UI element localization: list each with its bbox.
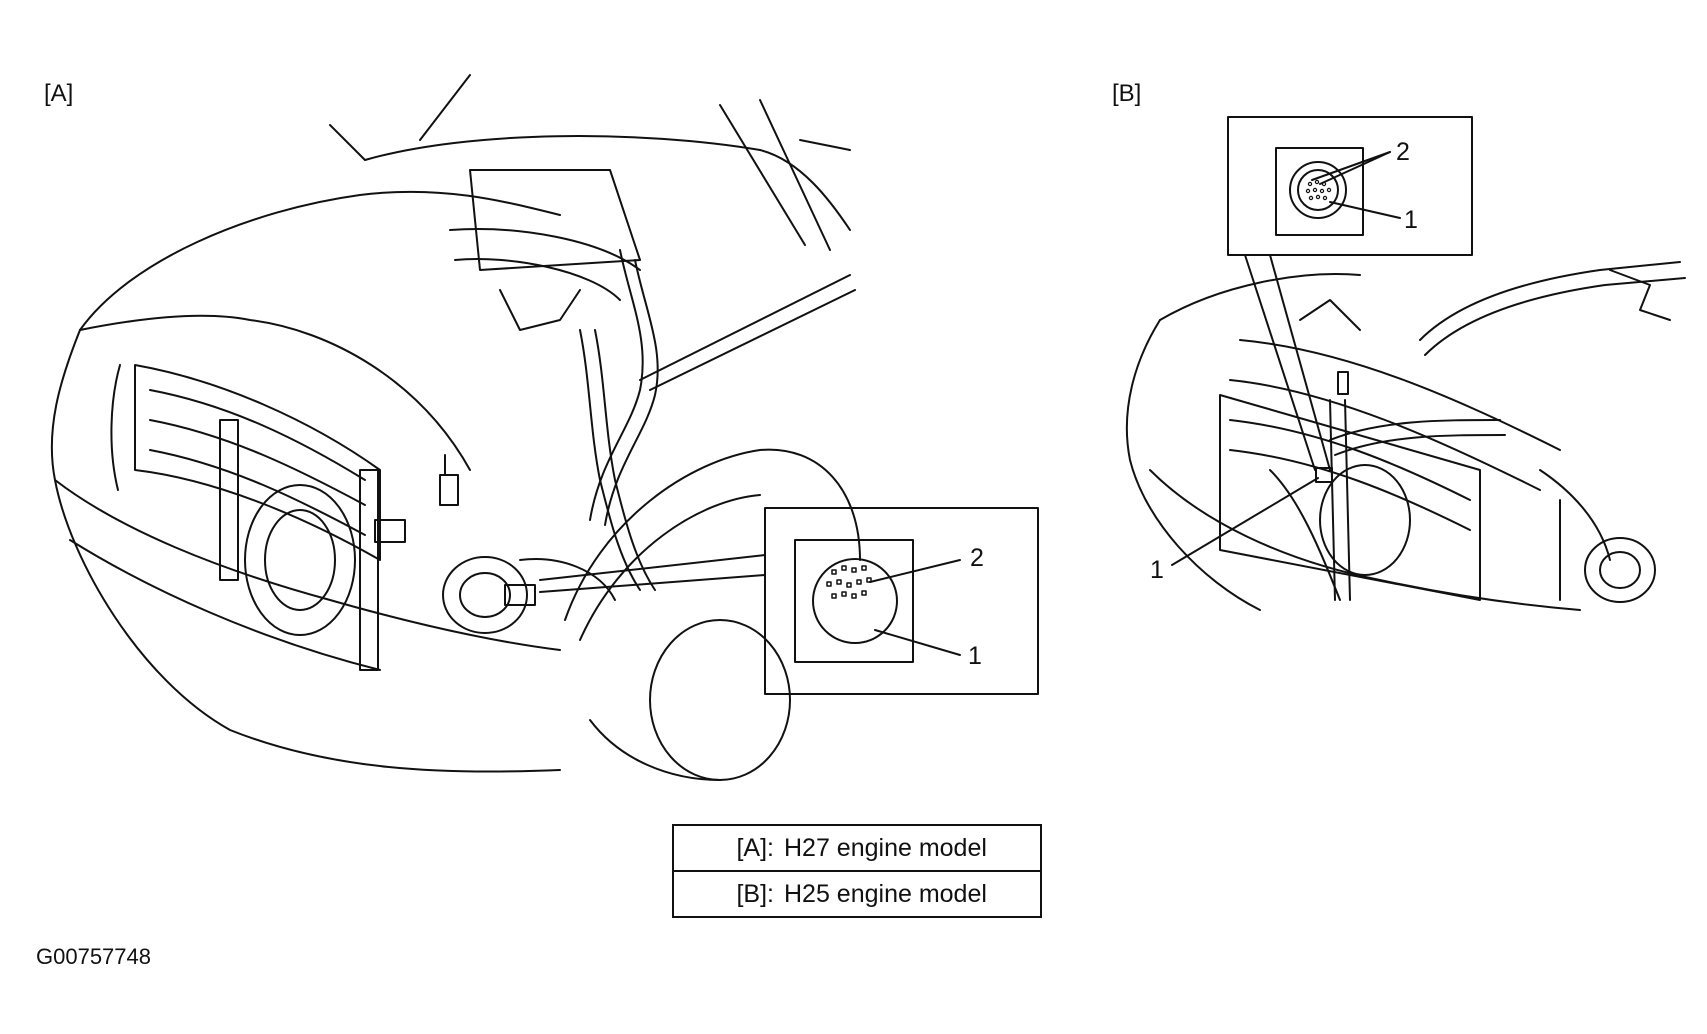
legend-row: [B]: H25 engine model — [674, 872, 1040, 916]
panel-a-vehicle-drawing — [50, 74, 861, 781]
legend-key: [B]: — [736, 879, 774, 908]
panel-a-callout-box — [539, 507, 1039, 695]
panel-a-callout-1: 1 — [968, 642, 982, 670]
panel-b-callout-box — [1171, 116, 1473, 566]
legend-desc: H25 engine model — [784, 879, 987, 908]
panel-a-label: [A] — [44, 80, 74, 107]
panel-b-callout-2: 2 — [1396, 138, 1410, 166]
legend-table: [A]: H27 engine model [B]: H25 engine mo… — [672, 824, 1042, 918]
panel-a-connector-pins — [826, 565, 872, 599]
panel-b-callout-1: 1 — [1404, 206, 1418, 234]
legend-row: [A]: H27 engine model — [674, 826, 1040, 872]
panel-b-connector-pins — [1305, 179, 1332, 201]
panel-b-callout-bottom: 1 — [1150, 556, 1164, 584]
panel-a-callout-2: 2 — [970, 544, 984, 572]
panel-b-label: [B] — [1112, 80, 1142, 107]
figure-id: G00757748 — [36, 944, 151, 969]
panel-b-vehicle-drawing — [1125, 261, 1686, 611]
legend-desc: H27 engine model — [784, 833, 987, 862]
legend-key: [A]: — [736, 833, 774, 862]
